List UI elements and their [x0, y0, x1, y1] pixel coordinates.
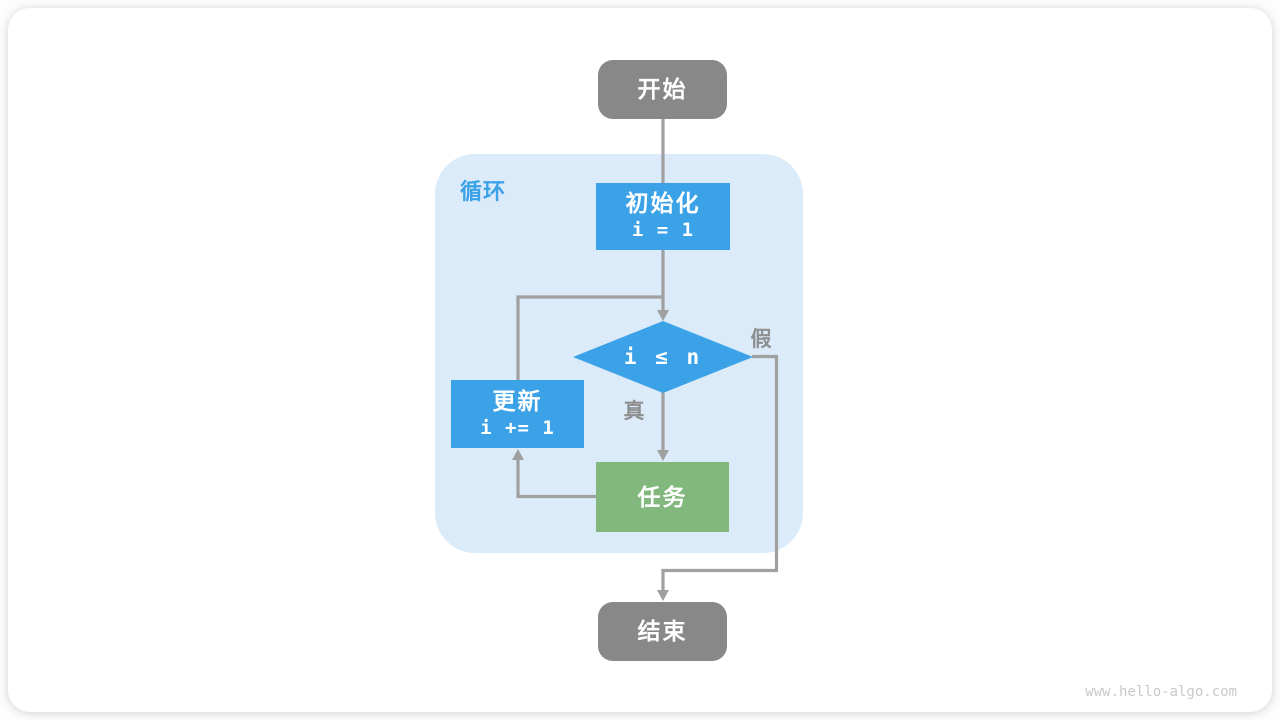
- node-start-label: 开始: [637, 76, 688, 103]
- edge-update-feedback: [516, 295, 663, 380]
- node-start: 开始: [598, 60, 727, 119]
- arrowhead-update: [512, 449, 524, 460]
- arrowhead-condition: [657, 310, 669, 321]
- node-initialize-title: 初始化: [625, 190, 701, 217]
- edge-task-to-update: [516, 458, 596, 499]
- node-end-label: 结束: [637, 618, 688, 645]
- loop-region-label: 循环: [460, 179, 507, 204]
- node-initialize: 初始化 i = 1: [596, 183, 730, 250]
- flow-edges: [512, 118, 779, 601]
- arrowhead-end: [657, 590, 669, 601]
- figure-card: 循环 开始 初始化 i = 1 i ≤ n 更新 i += 1 任务 结束 真 …: [8, 8, 1272, 712]
- node-update: 更新 i += 1: [451, 380, 584, 448]
- branch-label-false: 假: [750, 328, 772, 351]
- node-task-label: 任务: [637, 483, 688, 510]
- node-task: 任务: [596, 462, 729, 532]
- edge-false-to-end: [661, 354, 779, 594]
- branch-label-true: 真: [623, 400, 645, 423]
- node-end: 结束: [598, 602, 727, 661]
- node-initialize-code: i = 1: [631, 219, 695, 242]
- node-update-title: 更新: [492, 387, 543, 414]
- node-update-code: i += 1: [480, 416, 555, 439]
- arrowhead-task: [657, 450, 669, 461]
- watermark-text: www.hello-algo.com: [1085, 684, 1237, 700]
- node-condition-code: i ≤ n: [623, 344, 703, 369]
